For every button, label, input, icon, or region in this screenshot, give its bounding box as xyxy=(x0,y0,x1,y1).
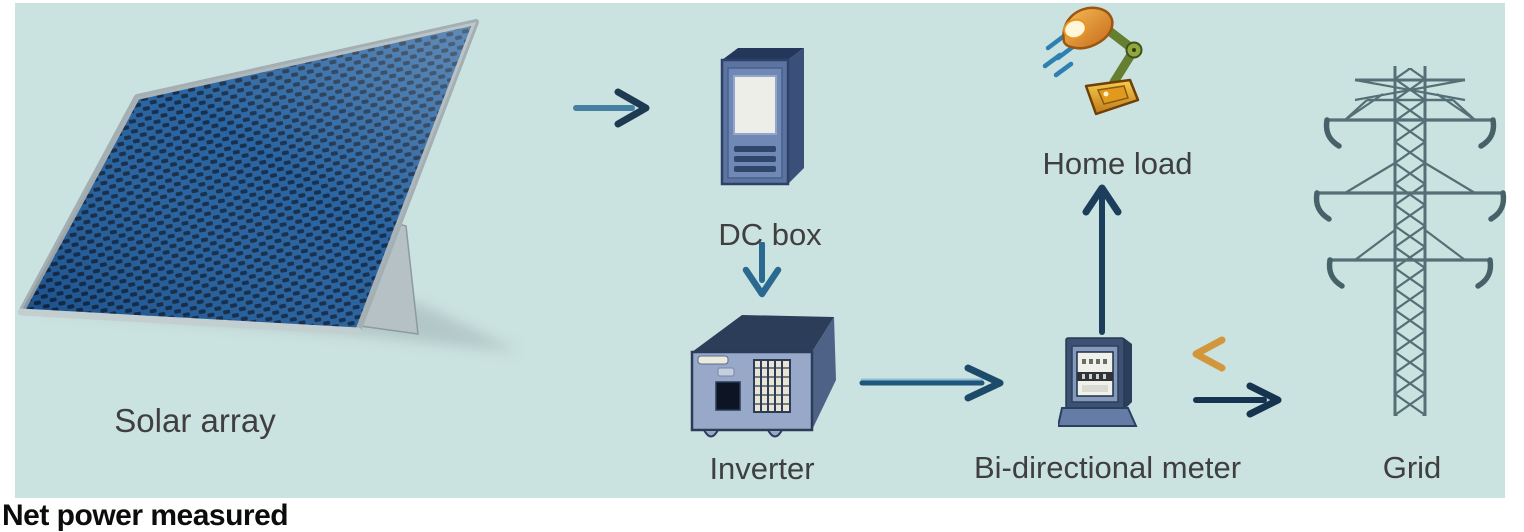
arrow-meter-to-homeload xyxy=(1082,184,1122,335)
inverter-foot xyxy=(702,429,720,438)
arrow-dcbox-to-inverter xyxy=(742,242,782,298)
dc-box-icon xyxy=(720,48,804,186)
arrow-solar-to-dcbox xyxy=(573,88,650,128)
home-load-label: Home load xyxy=(1042,146,1193,181)
dc-box-window xyxy=(733,75,777,135)
meter-base xyxy=(1058,407,1138,427)
inverter-icon xyxy=(690,315,836,438)
inverter-foot xyxy=(766,429,784,438)
arrow-meter-to-grid xyxy=(1193,382,1282,418)
insulator-hooks xyxy=(1313,117,1507,289)
solar-array-label: Solar array xyxy=(114,402,276,439)
dc-box-label: DC box xyxy=(718,217,822,252)
bi-directional-meter-icon xyxy=(1058,337,1138,427)
figure-caption: Net power measured xyxy=(2,499,289,532)
arrow-grid-to-meter xyxy=(1192,336,1281,372)
grid-label: Grid xyxy=(1382,450,1442,485)
inverter-label: Inverter xyxy=(709,451,815,486)
meter-register xyxy=(1077,372,1113,381)
bi-directional-meter-label: Bi-directional meter xyxy=(973,450,1242,485)
transmission-tower-icon xyxy=(1313,66,1507,416)
solar-panel-icon xyxy=(17,19,521,352)
arrow-inverter-to-meter xyxy=(859,364,1004,402)
home-load-icon xyxy=(1042,6,1143,116)
inverter-display xyxy=(715,381,741,411)
